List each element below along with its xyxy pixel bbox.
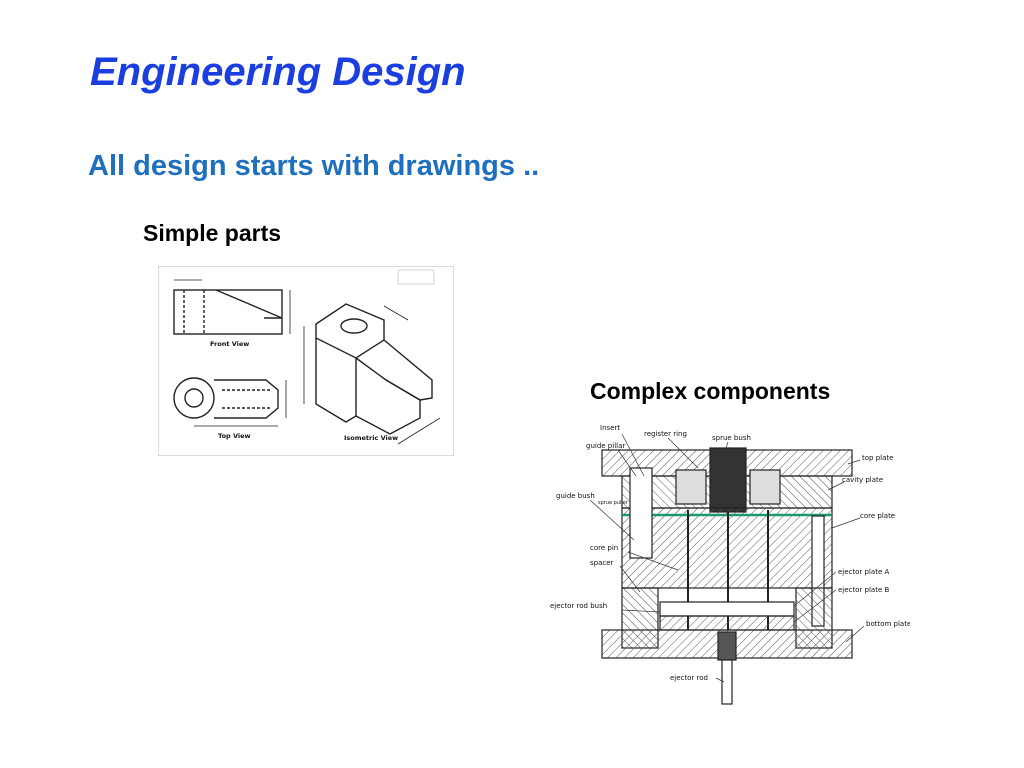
ejector-plate-b-part <box>659 615 795 631</box>
label-core-plate: core plate <box>860 512 895 520</box>
label-guide-bush: guide bush <box>556 492 595 500</box>
ejector-plate-a-part <box>659 601 795 617</box>
label-ejector-rod: ejector rod <box>670 674 708 682</box>
label-insert: Insert <box>600 424 620 432</box>
label-sprue-puller: sprue puller <box>598 500 629 506</box>
label-register-ring: register ring <box>644 430 687 438</box>
label-cavity-plate: cavity plate <box>842 476 883 484</box>
label-ejector-rod-bush: ejector rod bush <box>550 602 607 610</box>
label-bottom-plate: bottom plate <box>866 620 910 628</box>
mould-assembly-svg: Insert register ring sprue bush guide pi… <box>550 424 911 705</box>
label-top-plate: top plate <box>862 454 893 462</box>
simple-part-svg: Front View Top View Isometric View <box>157 265 455 457</box>
label-ejector-plate-b: ejector plate B <box>838 586 889 594</box>
complex-components-label: Complex components <box>590 378 831 404</box>
simple-part-drawing: Front View Top View Isometric View <box>157 265 455 457</box>
guide-pillar-part <box>629 467 653 559</box>
label-spacer: spacer <box>590 559 614 567</box>
sprue-bush-part <box>709 447 747 513</box>
mould-assembly-drawing: Insert register ring sprue bush guide pi… <box>548 420 911 710</box>
label-ejector-plate-a: ejector plate A <box>838 568 889 576</box>
slide-title: Engineering Design <box>90 50 466 94</box>
isometric-view-caption: Isometric View <box>344 434 398 442</box>
ejector-rod-part <box>721 659 733 705</box>
front-view-outline <box>173 289 283 335</box>
label-guide-pillar: guide pillar <box>586 442 625 450</box>
label-core-pin: core pin <box>590 544 618 552</box>
front-view-caption: Front View <box>210 340 249 348</box>
simple-parts-label: Simple parts <box>143 220 282 246</box>
label-sprue-bush: sprue bush <box>712 434 751 442</box>
top-view-boss <box>173 377 215 419</box>
slide-subtitle: All design starts with drawings .. <box>88 150 540 182</box>
top-view-caption: Top View <box>218 432 251 440</box>
